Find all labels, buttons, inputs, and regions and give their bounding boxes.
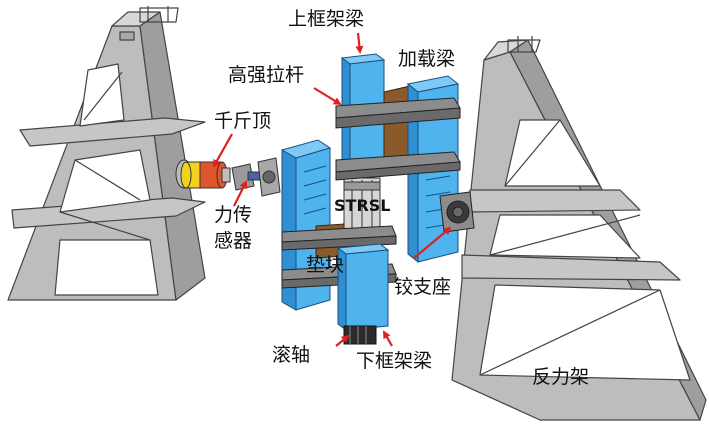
label-upper-frame-beam: 上框架梁: [288, 8, 365, 30]
hinge-support: [439, 191, 475, 233]
label-reaction-frame: 反力架: [532, 366, 590, 388]
force-sensor: [231, 157, 281, 197]
label-strsl: STRSL: [334, 196, 391, 215]
label-pad-block: 垫块: [306, 254, 345, 276]
lower-frame-beam: [336, 243, 390, 331]
label-high-strength-rod: 高强拉杆: [228, 64, 305, 86]
label-hinge-support: 铰支座: [394, 276, 452, 298]
label-lower-frame-beam: 下框架梁: [356, 350, 433, 372]
label-jack: 千斤顶: [214, 110, 272, 132]
label-force-sensor-1: 力传: [214, 204, 253, 226]
roller-shaft: [343, 325, 377, 345]
right-reaction-frame: [451, 36, 707, 421]
label-roller-shaft: 滚轴: [272, 344, 311, 366]
label-force-sensor-2: 感器: [214, 230, 253, 252]
left-reaction-frame: [7, 6, 206, 301]
loading-beam: [383, 85, 411, 167]
label-arrows: [213, 32, 452, 347]
label-loading-beam: 加载梁: [398, 48, 456, 70]
hydraulic-jack: [175, 159, 231, 189]
